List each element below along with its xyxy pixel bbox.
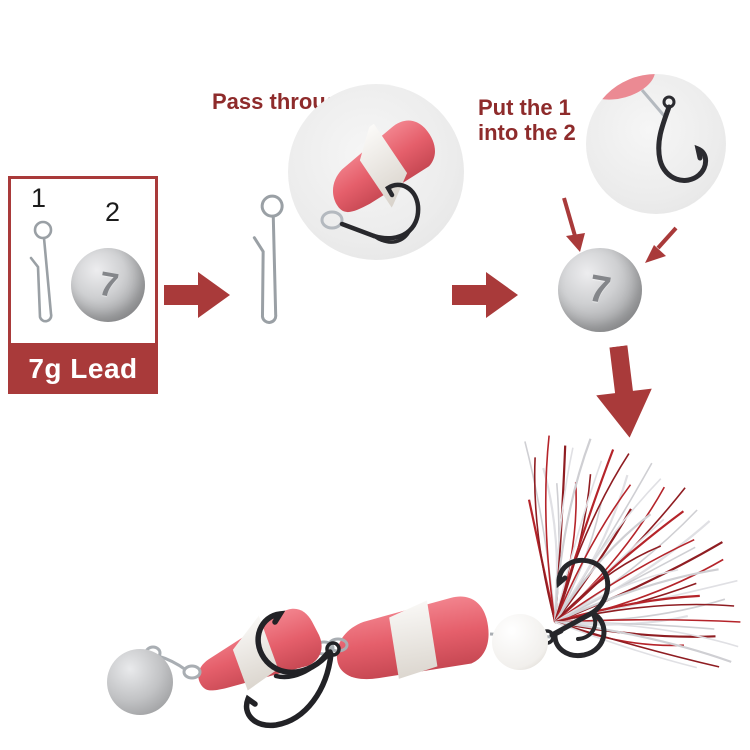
hook-closeup-art (586, 74, 709, 183)
arrow-right-icon (452, 272, 518, 318)
kit-item1-label: 1 (31, 183, 47, 213)
treble-hook-icon (339, 182, 421, 244)
treble-hook-icon (539, 558, 611, 659)
treble-hook-icon (243, 610, 341, 729)
lure-closeup-inset (288, 84, 464, 260)
step2-label: Put the 1 into the 2 (478, 95, 576, 145)
lure-tip (586, 74, 656, 100)
foam-segment-front (198, 608, 322, 697)
pointer-arrow-icon (562, 197, 585, 252)
foam-segment-rear (336, 595, 489, 689)
lead-ball-marking: 7 (95, 264, 121, 305)
tinsel-tail (524, 435, 741, 669)
snap-clip-icon (29, 220, 53, 323)
foam-lure-segment (333, 120, 435, 213)
lead-ball: 7 (71, 248, 145, 322)
arrow-right-icon (164, 272, 230, 318)
kit-box: 1 2 7 (8, 176, 158, 346)
hook-icon (656, 95, 709, 183)
hook-closeup-inset (586, 74, 726, 214)
pointer-arrow-icon (645, 226, 678, 263)
white-foam-bead (492, 614, 548, 670)
lead-weight-caption: 7g Lead (8, 344, 158, 394)
lead-ball-marking: 7 (586, 266, 615, 313)
snap-clip-icon (252, 194, 284, 324)
kit-item2-label: 2 (105, 197, 121, 227)
lead-ball: 7 (558, 248, 642, 332)
split-ring-icon (320, 210, 344, 230)
arrow-down-icon (596, 345, 652, 438)
assembled-lure-image (107, 435, 741, 729)
lure-closeup-art (320, 120, 435, 244)
lead-ball (107, 649, 173, 715)
